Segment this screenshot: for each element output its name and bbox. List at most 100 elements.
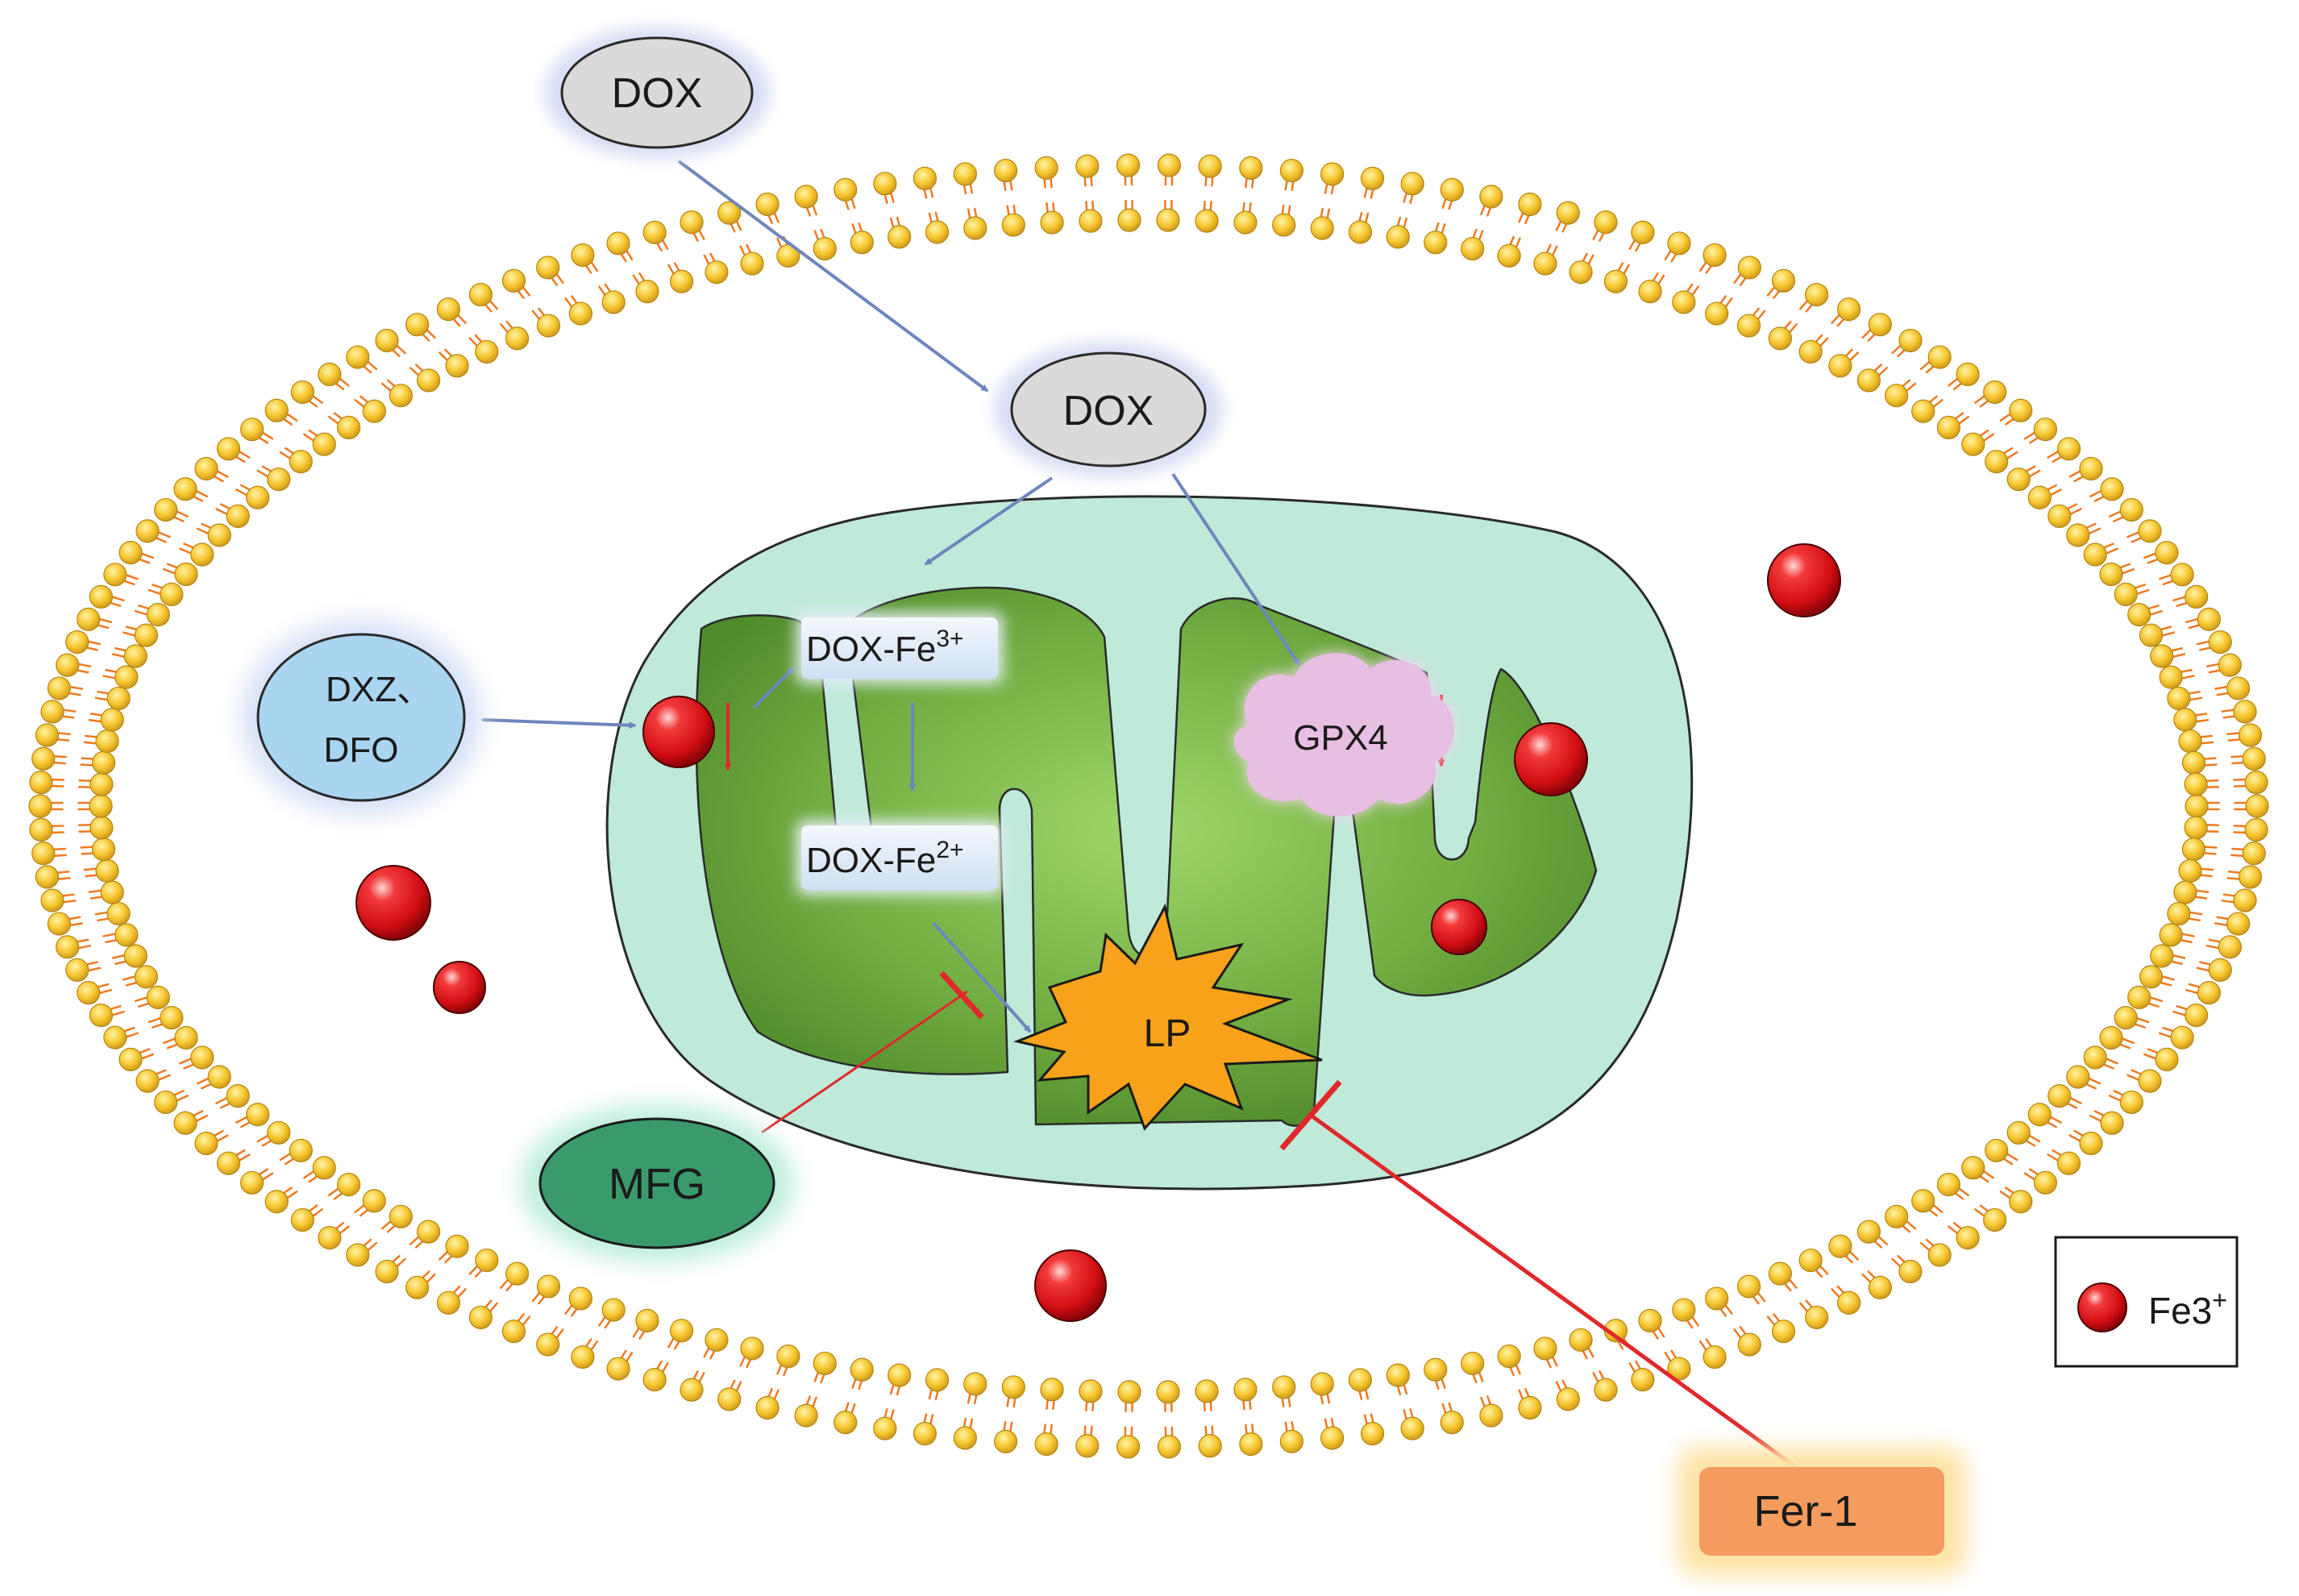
lipid-head [813, 236, 837, 261]
lipid-head [1386, 1363, 1410, 1387]
lipid-head [2083, 542, 2107, 567]
dxz-dfo-node: DXZ、 DFO [240, 619, 482, 816]
lipid-head [568, 1286, 592, 1311]
lipid-head [642, 1368, 667, 1392]
lipid-head [267, 468, 291, 492]
dox-fe2-superscript: 2+ [936, 837, 963, 863]
lipid-head [873, 1416, 897, 1440]
dox-inside-node: DOX [994, 342, 1223, 477]
lipid-head [160, 582, 184, 606]
lipid-head [994, 159, 1018, 183]
lipid-head [834, 177, 858, 202]
lipid-head [2079, 1131, 2103, 1156]
lipid-head [873, 172, 897, 196]
lipid-head [1239, 1432, 1263, 1457]
lipid-head [1638, 1308, 1662, 1332]
lipid-head [1497, 1345, 1521, 1369]
mfg-label: MFG [609, 1160, 705, 1208]
lipid-head [1157, 1435, 1182, 1459]
lipid-head [91, 837, 116, 862]
lipid-head [717, 1387, 742, 1411]
lipid-head [89, 772, 114, 796]
lipid-head [1272, 1375, 1296, 1399]
lipid-head [318, 1225, 342, 1250]
lipid-head [2138, 1069, 2162, 1093]
lipid-head [813, 1351, 837, 1376]
lipid-head [1898, 328, 1923, 353]
dox-fe2-text: DOX-Fe [806, 841, 936, 880]
lipid-head [1805, 1305, 1829, 1330]
lipid-head [135, 1069, 160, 1093]
lipid-head [755, 1395, 779, 1420]
lipid-head [1569, 1328, 1593, 1352]
lipid-head [2150, 644, 2174, 668]
lipid-head [91, 750, 116, 775]
lipid-head [1983, 1207, 2007, 1232]
lipid-head [173, 1111, 197, 1135]
lipid-head [2033, 1170, 2057, 1195]
lipid-head [240, 418, 264, 442]
lipid-head [1798, 1248, 1823, 1273]
lipid-head [2066, 523, 2090, 547]
lipid-head [925, 220, 950, 244]
lipid-head [146, 985, 170, 1009]
lipid-head [154, 497, 178, 522]
lipid-head [2114, 1006, 2138, 1030]
lipid-head [114, 923, 139, 947]
lipid-head [56, 653, 80, 677]
iron-ball [642, 696, 715, 768]
lipid-head [2009, 398, 2033, 422]
lipid-head [95, 729, 119, 754]
lipid-head [2242, 746, 2266, 771]
lipid-head [953, 1426, 977, 1450]
lipid-head [336, 1172, 361, 1197]
lipid-head [118, 1047, 143, 1071]
lipid-head [1771, 1320, 1796, 1344]
lipid-head [834, 1411, 858, 1435]
lipid-head [2226, 676, 2251, 700]
lipid-head [1116, 1435, 1141, 1459]
lipid-head [123, 944, 148, 968]
lipid-head [29, 771, 53, 795]
lipid-head [445, 354, 469, 378]
lipid-head [1195, 209, 1219, 233]
lipid-head [174, 562, 198, 587]
lipid-head [154, 1090, 178, 1115]
lipid-head [1961, 432, 1985, 456]
lipid-head [2100, 1111, 2124, 1135]
gpx4-node: GPX4 [1233, 653, 1454, 817]
lipid-head [194, 1131, 218, 1156]
inhibition-lines [761, 970, 1819, 1486]
lipid-head [416, 1220, 441, 1244]
lipid-head [2185, 794, 2209, 818]
lipid-head [1885, 1204, 1909, 1228]
lipid-head [1461, 1351, 1485, 1376]
lipid-head [246, 485, 270, 509]
lipid-head [31, 746, 56, 771]
lipid-head [336, 415, 361, 440]
dox-fe3-node: DOX-Fe3+ [796, 613, 1003, 684]
mfg-inhibit-line [761, 990, 968, 1134]
lipid-head [1556, 201, 1580, 225]
lipid-head [1440, 1411, 1464, 1435]
arrow-dox-entry [677, 160, 989, 393]
lipid-head [680, 210, 704, 235]
lipid-head [207, 523, 231, 547]
lipid-head [445, 1234, 469, 1258]
lipid-head [1868, 313, 1892, 337]
lipid-head [1040, 210, 1064, 235]
lipid-head [2066, 1065, 2090, 1089]
lipid-head [160, 1006, 184, 1030]
lipid-head [2170, 1025, 2194, 1049]
lipid-head [680, 1378, 704, 1402]
lipid-head [1233, 210, 1258, 235]
gpx4-label: GPX4 [1293, 718, 1387, 758]
lipid-head [2119, 1090, 2143, 1115]
fer1-label: Fer-1 [1753, 1487, 1857, 1536]
lipid-head [95, 858, 119, 883]
lipid-head [1798, 339, 1823, 364]
lipid-head [1424, 231, 1448, 255]
lipid-head [1631, 1368, 1655, 1392]
lipid-head [103, 563, 127, 587]
lp-label: LP [1144, 1012, 1191, 1055]
